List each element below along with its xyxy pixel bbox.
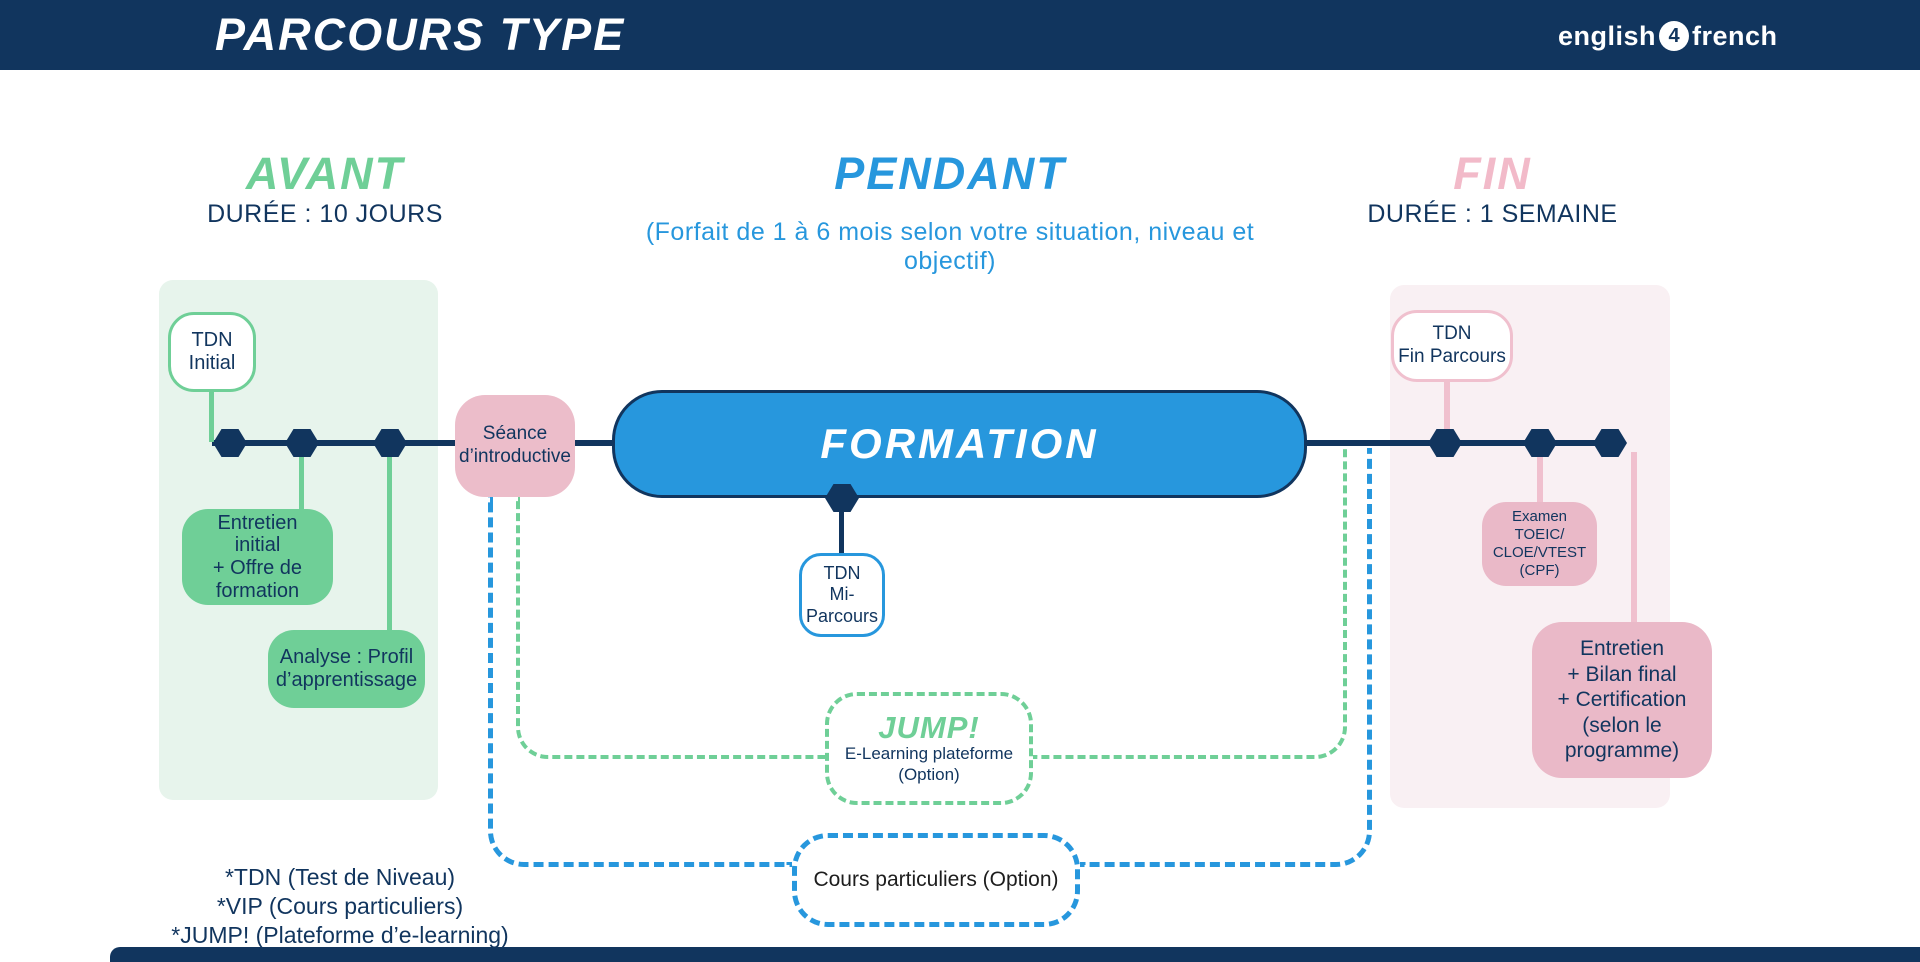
node-text: Entretien — [1579, 636, 1665, 660]
node-text: E-Learning plateforme — [844, 744, 1014, 764]
node-text: (selon le — [1582, 713, 1662, 737]
milestone-hexagon-icon — [825, 484, 859, 512]
connector-entretien-initial — [299, 443, 304, 511]
cours-path-right — [1080, 448, 1372, 867]
jump-title: JUMP! — [878, 709, 980, 745]
node-text: d’introductive — [459, 446, 571, 467]
node-text: + Bilan final — [1567, 662, 1677, 686]
logo-text-left: english — [1558, 20, 1657, 51]
node-jump-option: JUMP! E-Learning plateforme (Option) — [825, 692, 1033, 805]
connector-tdn-initial — [209, 390, 214, 442]
node-text: Fin Parcours — [1398, 346, 1506, 367]
node-text: Cours particuliers (Option) — [813, 868, 1059, 891]
formation-label: FORMATION — [820, 420, 1099, 467]
node-examen-certifications: Examen TOEIC/ CLOE/VTEST (CPF) — [1482, 502, 1597, 586]
section-subtitle-fin: DURÉE : 1 SEMAINE — [1367, 200, 1618, 228]
section-title-pendant: PENDANT — [834, 148, 1066, 199]
node-tdn-initial: TDN Initial — [168, 312, 256, 392]
node-text: formation — [215, 579, 300, 602]
header-bar: PARCOURS TYPE english 4 french — [0, 0, 1920, 70]
jump-path-left — [516, 497, 825, 759]
node-text: Examen — [1511, 508, 1568, 525]
node-text: TDN — [191, 329, 233, 351]
node-seance-introductive: Séance d’introductive — [455, 395, 575, 497]
connector-tdn-mi — [839, 498, 844, 555]
footnote-tdn: *TDN (Test de Niveau) — [224, 864, 456, 890]
connector-bilan — [1631, 452, 1637, 624]
node-text: d’apprentissage — [275, 669, 418, 691]
node-text: TDN — [1432, 323, 1472, 345]
node-text: TOEIC/ — [1514, 526, 1565, 543]
node-tdn-mi-parcours: TDN Mi-Parcours — [799, 553, 885, 637]
logo-4-icon: 4 — [1659, 21, 1690, 51]
node-text: Mi-Parcours — [805, 584, 879, 626]
node-text: Initial — [188, 352, 236, 374]
node-text: initial — [234, 534, 281, 557]
cours-path-left — [488, 497, 792, 867]
node-text: (CPF) — [1519, 562, 1560, 579]
legend-footnotes: *TDN (Test de Niveau) *VIP (Cours partic… — [160, 863, 520, 951]
brand-logo: english 4 french — [1558, 21, 1778, 51]
node-text: + Certification — [1557, 688, 1687, 712]
node-text: Séance — [482, 423, 548, 445]
footnote-jump: *JUMP! (Plateforme d’e-learning) — [171, 922, 509, 949]
node-analyse-profil: Analyse : Profil d’apprentissage — [268, 630, 425, 708]
page-title: PARCOURS TYPE — [215, 9, 626, 60]
node-text: (Option) — [898, 764, 960, 784]
node-text: CLOE/VTEST — [1492, 544, 1587, 561]
connector-tdn-fin — [1444, 380, 1450, 442]
node-text: + Offre de — [212, 557, 303, 579]
logo-text-right: french — [1692, 20, 1778, 51]
section-subtitle-pendant: (Forfait de 1 à 6 mois selon votre situa… — [645, 218, 1255, 275]
node-text: programme) — [1564, 739, 1680, 763]
node-cours-particuliers-option: Cours particuliers (Option) — [792, 833, 1080, 927]
node-formation: FORMATION — [612, 390, 1307, 498]
connector-examen — [1537, 443, 1543, 504]
node-tdn-fin-parcours: TDN Fin Parcours — [1391, 310, 1513, 382]
section-title-fin: FIN — [1453, 148, 1532, 199]
section-subtitle-avant: DURÉE : 10 JOURS — [207, 200, 443, 228]
node-text: Entretien — [217, 511, 298, 534]
node-entretien-bilan-final: Entretien + Bilan final + Certification … — [1532, 622, 1712, 778]
node-entretien-initial: Entretien initial + Offre de formation — [182, 509, 333, 605]
node-text: Analyse : Profil — [279, 646, 414, 668]
connector-analyse — [387, 443, 392, 633]
footnote-vip: *VIP (Cours particuliers) — [216, 893, 464, 920]
footer-bar — [110, 947, 1920, 962]
section-title-avant: AVANT — [245, 148, 405, 199]
node-text: TDN — [823, 562, 861, 583]
jump-path-right — [1033, 448, 1347, 759]
